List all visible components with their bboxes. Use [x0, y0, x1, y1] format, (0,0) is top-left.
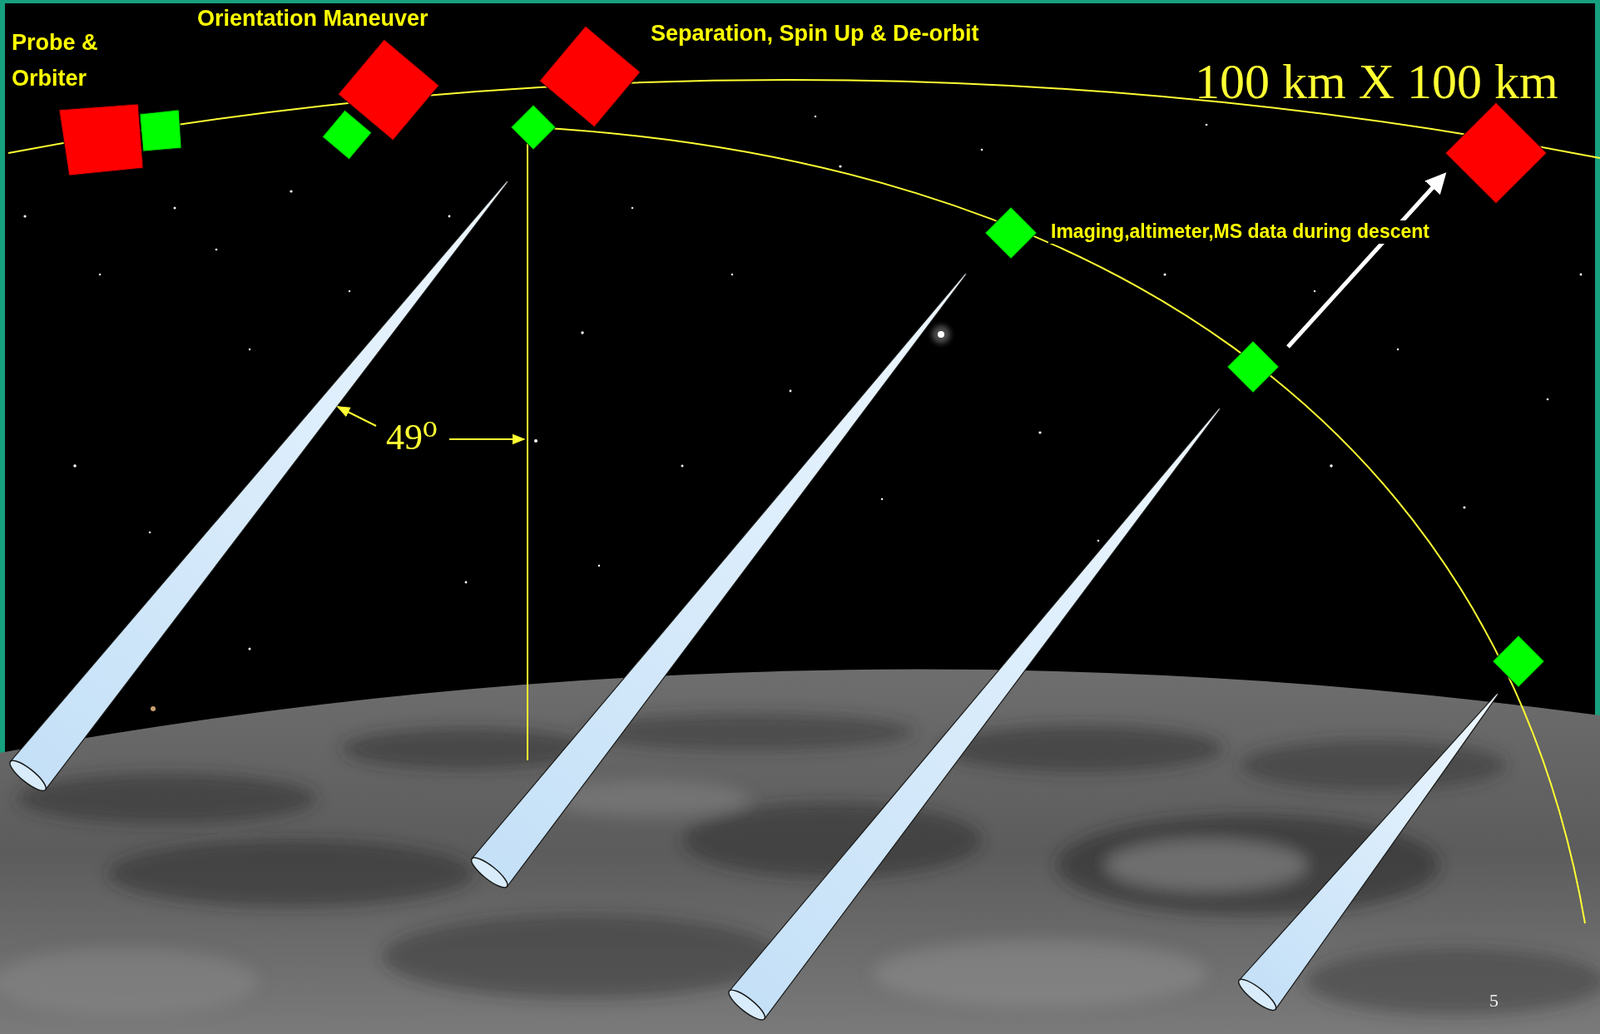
- probe: [1227, 341, 1279, 393]
- star: [448, 215, 451, 218]
- crater-rim: [873, 940, 1207, 1007]
- bright-star: [937, 331, 945, 338]
- star: [173, 207, 177, 210]
- star: [1097, 539, 1100, 542]
- stage-label: Separation, Spin Up & De-orbit: [650, 19, 980, 47]
- probe: [139, 109, 182, 152]
- cone-body: [10, 167, 526, 790]
- crater-rim: [0, 948, 258, 1016]
- crater-shadow: [382, 915, 783, 999]
- star: [534, 439, 538, 443]
- descent-note: Imaging,altimeter,MS data during descent: [1048, 220, 1432, 244]
- crater-shadow: [108, 840, 475, 907]
- probe: [321, 109, 372, 159]
- probe: [1492, 635, 1545, 688]
- star: [73, 464, 77, 468]
- cone-body: [728, 394, 1238, 1020]
- cone-base: [467, 853, 511, 892]
- star: [789, 390, 793, 393]
- star: [1164, 273, 1167, 277]
- crater-shadow: [940, 725, 1224, 773]
- star: [1313, 290, 1316, 293]
- star: [681, 465, 684, 468]
- local-vertical: [526, 127, 529, 761]
- star: [1463, 506, 1467, 510]
- orbiter: [539, 25, 640, 127]
- star: [980, 148, 984, 152]
- star: [215, 248, 218, 252]
- page-number: 5: [1489, 990, 1499, 1012]
- probe: [985, 207, 1037, 259]
- cone-base: [725, 985, 769, 1025]
- star: [1205, 123, 1209, 127]
- angle-label: 49⁰: [382, 416, 441, 461]
- data-link-arrow: [1287, 175, 1444, 347]
- star: [148, 531, 151, 534]
- star: [814, 115, 817, 118]
- star-glow: [931, 325, 951, 344]
- probe: [510, 104, 556, 150]
- star: [1329, 464, 1333, 467]
- orbiter: [59, 104, 144, 176]
- star: [99, 273, 101, 276]
- star-field: [23, 115, 1582, 712]
- angle-leader: [449, 438, 525, 441]
- cone-base: [1234, 975, 1280, 1015]
- sensor-cone: [1234, 679, 1516, 1016]
- descent-trajectory: [533, 127, 1586, 924]
- star: [1396, 348, 1399, 351]
- star: [1546, 398, 1550, 402]
- star: [23, 214, 26, 218]
- star: [248, 648, 252, 651]
- sensor-cone: [725, 394, 1239, 1025]
- star: [838, 164, 842, 168]
- star: [1580, 273, 1583, 277]
- star: [465, 581, 468, 585]
- crater-shadow: [1306, 948, 1600, 1016]
- crater-shadow: [682, 802, 982, 878]
- cone-body: [1238, 679, 1516, 1011]
- crater-rim: [1106, 840, 1307, 891]
- star: [881, 498, 883, 501]
- angle-leader: [337, 406, 377, 427]
- star: [598, 564, 600, 567]
- stage-label: Orientation Maneuver: [197, 4, 429, 32]
- star: [248, 348, 251, 351]
- sensor-cone: [5, 167, 526, 796]
- star: [150, 706, 156, 712]
- star: [631, 207, 634, 209]
- star: [580, 331, 584, 334]
- orbit-dimension: 100 km X 100 km: [1194, 51, 1559, 112]
- cone-base: [5, 756, 50, 795]
- stage-label: Probe & Orbiter: [11, 24, 154, 97]
- star: [1038, 430, 1041, 434]
- crater-shadow: [1239, 740, 1506, 791]
- star: [348, 290, 351, 293]
- star: [731, 273, 734, 276]
- crater-shadow: [16, 773, 317, 824]
- star: [289, 189, 293, 193]
- orbiter: [1445, 102, 1547, 204]
